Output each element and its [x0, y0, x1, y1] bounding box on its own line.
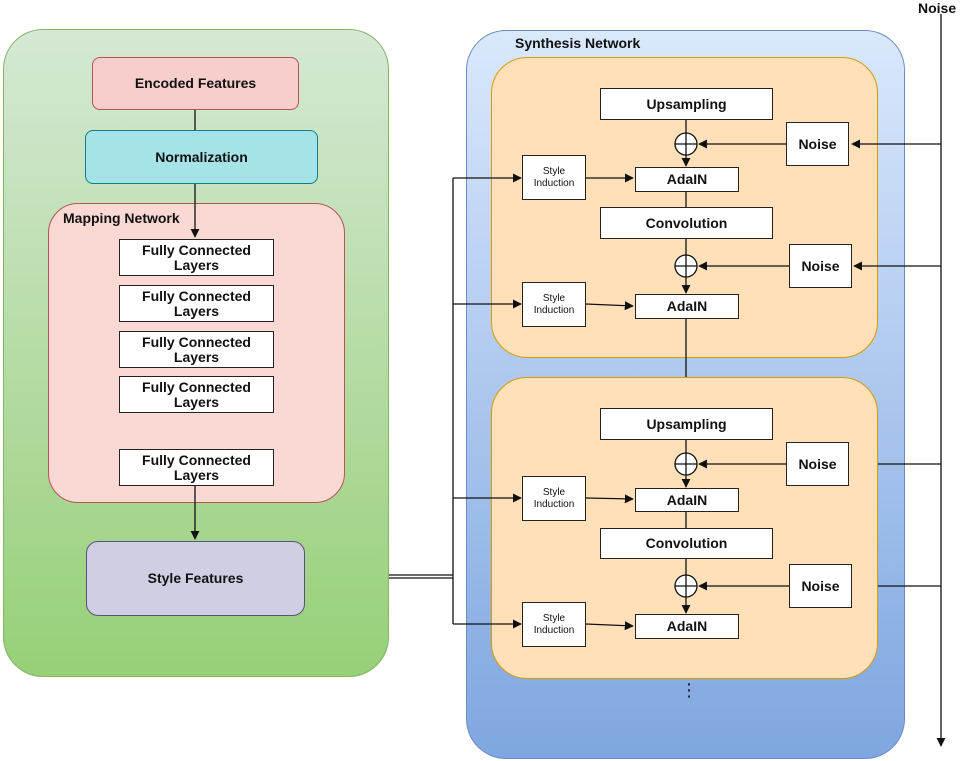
upsampling-box: Upsampling: [600, 88, 773, 120]
continuation-dots: ⋮: [680, 681, 698, 699]
noise-top-label: Noise: [918, 0, 957, 16]
normalization-box: Normalization: [85, 130, 318, 184]
adain-box: AdaIN: [635, 614, 739, 639]
encoded-features-box: Encoded Features: [92, 57, 299, 110]
convolution-box: Convolution: [600, 207, 773, 239]
style-induction-box: Style Induction: [522, 282, 586, 327]
style-features-box: Style Features: [86, 541, 305, 616]
style-induction-box: Style Induction: [522, 476, 586, 521]
noise-box: Noise: [789, 244, 852, 288]
fully-connected-layer: Fully Connected Layers: [119, 285, 274, 322]
convolution-box: Convolution: [600, 528, 773, 559]
fully-connected-layer: Fully Connected Layers: [119, 331, 274, 368]
style-induction-box: Style Induction: [522, 602, 586, 647]
noise-box: Noise: [786, 122, 849, 166]
adain-box: AdaIN: [635, 167, 739, 192]
mapping-network-title: Mapping Network: [63, 210, 180, 226]
upsampling-box: Upsampling: [600, 408, 773, 440]
continuation-glyph: ⋮: [680, 680, 698, 700]
noise-box: Noise: [789, 564, 852, 608]
fully-connected-layer: Fully Connected Layers: [119, 239, 274, 276]
fully-connected-layer: Fully Connected Layers: [119, 449, 274, 486]
adain-box: AdaIN: [635, 488, 739, 512]
style-induction-box: Style Induction: [522, 155, 586, 200]
noise-box: Noise: [786, 442, 849, 486]
adain-box: AdaIN: [635, 294, 739, 319]
synthesis-network-title: Synthesis Network: [515, 35, 641, 51]
fully-connected-layer: Fully Connected Layers: [119, 376, 274, 413]
